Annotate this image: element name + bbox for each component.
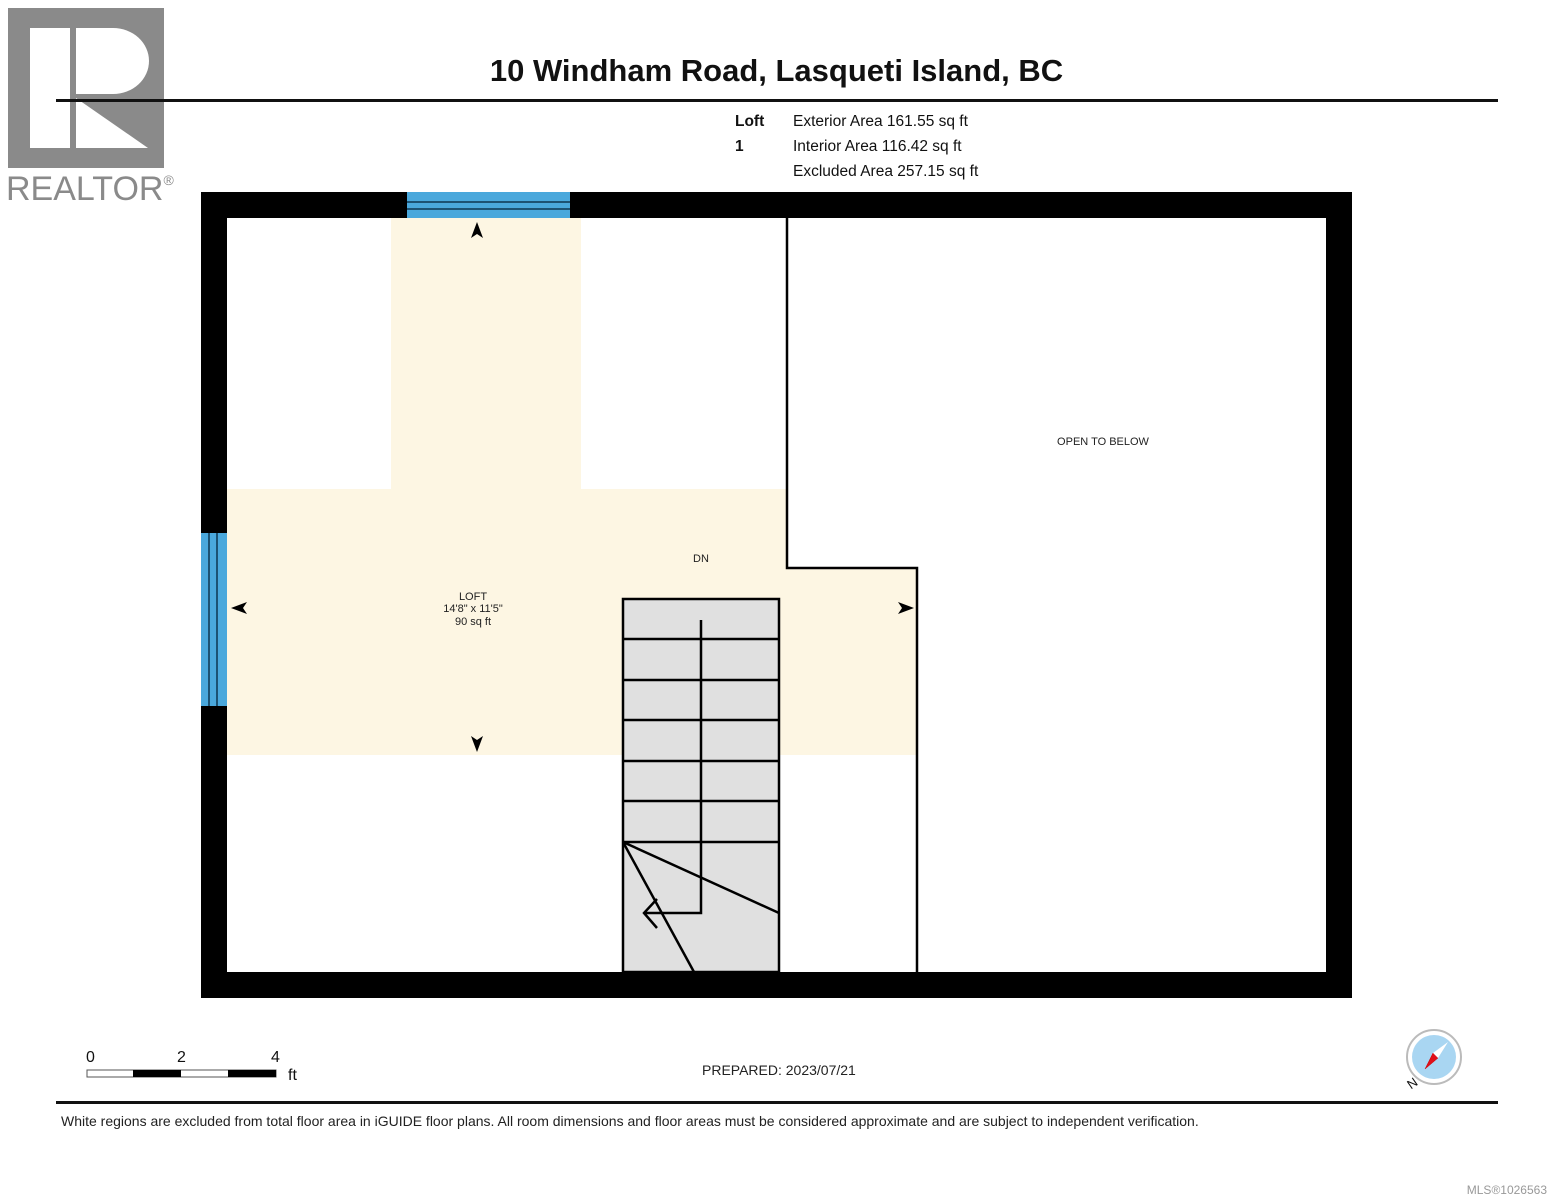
exterior-area: Exterior Area 161.55 sq ft <box>793 113 968 130</box>
prepared-date: PREPARED: 2023/07/21 <box>702 1062 856 1078</box>
scale-tick-0: 0 <box>86 1049 95 1066</box>
mls-number: MLS®1026563 <box>1466 1183 1547 1197</box>
scale-unit: ft <box>288 1067 297 1084</box>
area-lines: Exterior Area 161.55 sq ft Interior Area… <box>793 109 978 184</box>
loft-room-dimensions: 14'8" x 11'5" <box>443 603 503 615</box>
north-window <box>407 192 570 218</box>
footer-divider <box>56 1101 1498 1104</box>
stair-down-label: DN <box>693 553 709 565</box>
page-title: 10 Windham Road, Lasqueti Island, BC <box>489 53 1064 88</box>
stair-direction-arrow-icon <box>642 620 703 929</box>
arrow-down-icon <box>471 736 483 752</box>
open-to-below-boundary <box>785 218 919 972</box>
excluded-area: Excluded Area 257.15 sq ft <box>793 163 979 180</box>
arrow-up-icon <box>471 222 483 238</box>
realtor-wordmark: REALTOR® <box>6 170 174 208</box>
scale-bar: 0 2 4 ft <box>86 1049 297 1084</box>
scale-tick-4: 4 <box>271 1049 280 1066</box>
realtor-r-logo-icon <box>8 8 164 168</box>
disclaimer-text: White regions are excluded from total fl… <box>61 1113 1199 1129</box>
arrow-left-icon <box>231 602 247 614</box>
floor-name: Loft 1 <box>735 113 765 155</box>
staircase <box>621 597 781 974</box>
west-window <box>201 533 227 706</box>
title-divider <box>56 99 1498 102</box>
interior-area: Interior Area 116.42 sq ft <box>793 138 962 155</box>
open-to-below-label: OPEN TO BELOW <box>1057 436 1150 448</box>
scale-tick-2: 2 <box>177 1049 186 1066</box>
loft-room-name: LOFT <box>459 591 487 603</box>
arrow-right-icon <box>898 602 914 614</box>
loft-room-area-label: 90 sq ft <box>455 616 491 628</box>
north-compass-icon: N <box>1404 1029 1462 1092</box>
